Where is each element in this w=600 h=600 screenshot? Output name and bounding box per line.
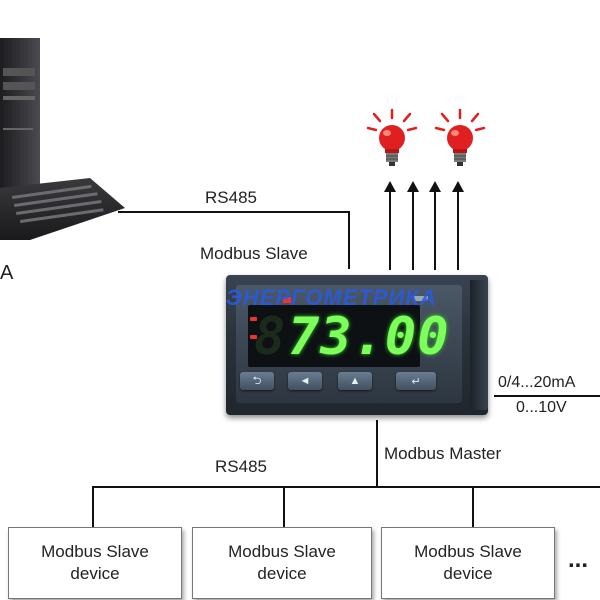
modbus-slave-label: Modbus Slave [200, 244, 308, 263]
output-arrow-head-4 [452, 181, 464, 192]
meter-led [250, 317, 257, 321]
output-arrow-2 [412, 190, 414, 270]
slave-device-title: Modbus Slave [41, 542, 149, 561]
output-arrow-head-2 [407, 181, 419, 192]
rs485-top-label: RS485 [205, 188, 257, 207]
analog-divider [494, 395, 600, 397]
rs485-bus-line [92, 486, 600, 488]
analog-voltage-label: 0...10V [516, 399, 567, 416]
analog-current-label: 0/4...20mA [498, 374, 576, 391]
rs485-bottom-label: RS485 [215, 457, 267, 476]
more-devices-ellipsis: ... [568, 546, 589, 573]
meter-display-unused-digit: 8 [254, 307, 286, 367]
meter-display: 8 73.00 [248, 305, 449, 367]
slave-device-box: Modbus Slave device [8, 527, 182, 599]
output-arrow-4 [457, 190, 459, 270]
rs485-top-line-h [118, 211, 350, 213]
pc-label: A [0, 262, 14, 284]
bus-drop-1 [92, 486, 94, 528]
slave-device-subtitle: device [443, 564, 493, 583]
watermark: ЭНЕРГОМЕТРИКА [226, 285, 437, 310]
bus-drop-2 [283, 486, 285, 528]
light-bulb-icon [434, 108, 486, 166]
meter-led [250, 335, 257, 339]
panel-meter-side [470, 280, 488, 410]
output-arrow-1 [389, 190, 391, 270]
output-arrow-3 [434, 190, 436, 270]
light-bulb-icon [366, 108, 418, 166]
meter-logo [414, 296, 428, 301]
computer-icon [0, 38, 125, 240]
meter-up-button[interactable]: ▲ [338, 372, 372, 390]
meter-indicator [283, 297, 291, 303]
slave-device-title: Modbus Slave [414, 542, 522, 561]
meter-left-button[interactable]: ◄ [288, 372, 322, 390]
meter-enter-button[interactable]: ↵ [396, 372, 436, 390]
output-arrow-head-3 [429, 181, 441, 192]
slave-device-subtitle: device [257, 564, 307, 583]
meter-escape-button[interactable]: ⮌ [240, 372, 274, 390]
output-arrow-head-1 [384, 181, 396, 192]
slave-device-box: Modbus Slave device [381, 527, 555, 599]
rs485-top-line-v [348, 211, 350, 269]
slave-device-subtitle: device [70, 564, 120, 583]
meter-display-value: 73.00 [288, 307, 450, 367]
slave-device-box: Modbus Slave device [192, 527, 372, 599]
master-line-v [376, 420, 378, 488]
modbus-master-label: Modbus Master [384, 444, 502, 463]
bus-drop-3 [472, 486, 474, 528]
slave-device-title: Modbus Slave [228, 542, 336, 561]
